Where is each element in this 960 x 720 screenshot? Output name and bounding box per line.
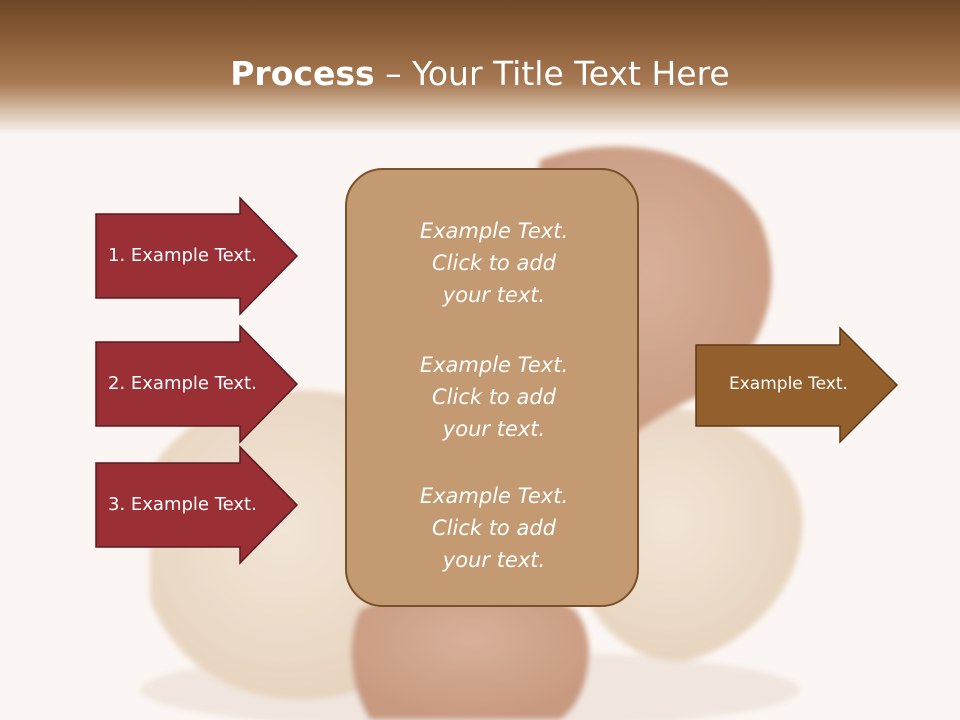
right-arrow-label: Example Text. <box>729 374 848 394</box>
center-block-1-line-1: Example Text. <box>419 219 569 243</box>
left-arrow-1-label: 1. Example Text. <box>108 245 257 266</box>
title-bold: Process <box>230 54 375 93</box>
center-block-2: Example Text. Click to add your text. <box>347 349 641 445</box>
slide-title: Process – Your Title Text Here <box>0 50 960 98</box>
center-block-1-line-3: your text. <box>442 283 546 307</box>
left-arrow-2-label: 2. Example Text. <box>108 373 257 394</box>
center-block-2-line-1: Example Text. <box>419 353 569 377</box>
center-block-3-line-2: Click to add <box>431 516 556 540</box>
center-block-1: Example Text. Click to add your text. <box>347 215 641 311</box>
center-block-3: Example Text. Click to add your text. <box>347 480 641 576</box>
title-bar: Process – Your Title Text Here <box>0 0 960 135</box>
title-rest: – Your Title Text Here <box>374 54 730 93</box>
center-block-1-line-2: Click to add <box>431 251 556 275</box>
left-arrow-3-label: 3. Example Text. <box>108 494 257 515</box>
center-block-3-line-1: Example Text. <box>419 484 569 508</box>
center-block-2-line-3: your text. <box>442 417 546 441</box>
center-block-2-line-2: Click to add <box>431 385 556 409</box>
center-text-box[interactable]: Example Text. Click to add your text. Ex… <box>345 168 639 607</box>
center-block-3-line-3: your text. <box>442 548 546 572</box>
